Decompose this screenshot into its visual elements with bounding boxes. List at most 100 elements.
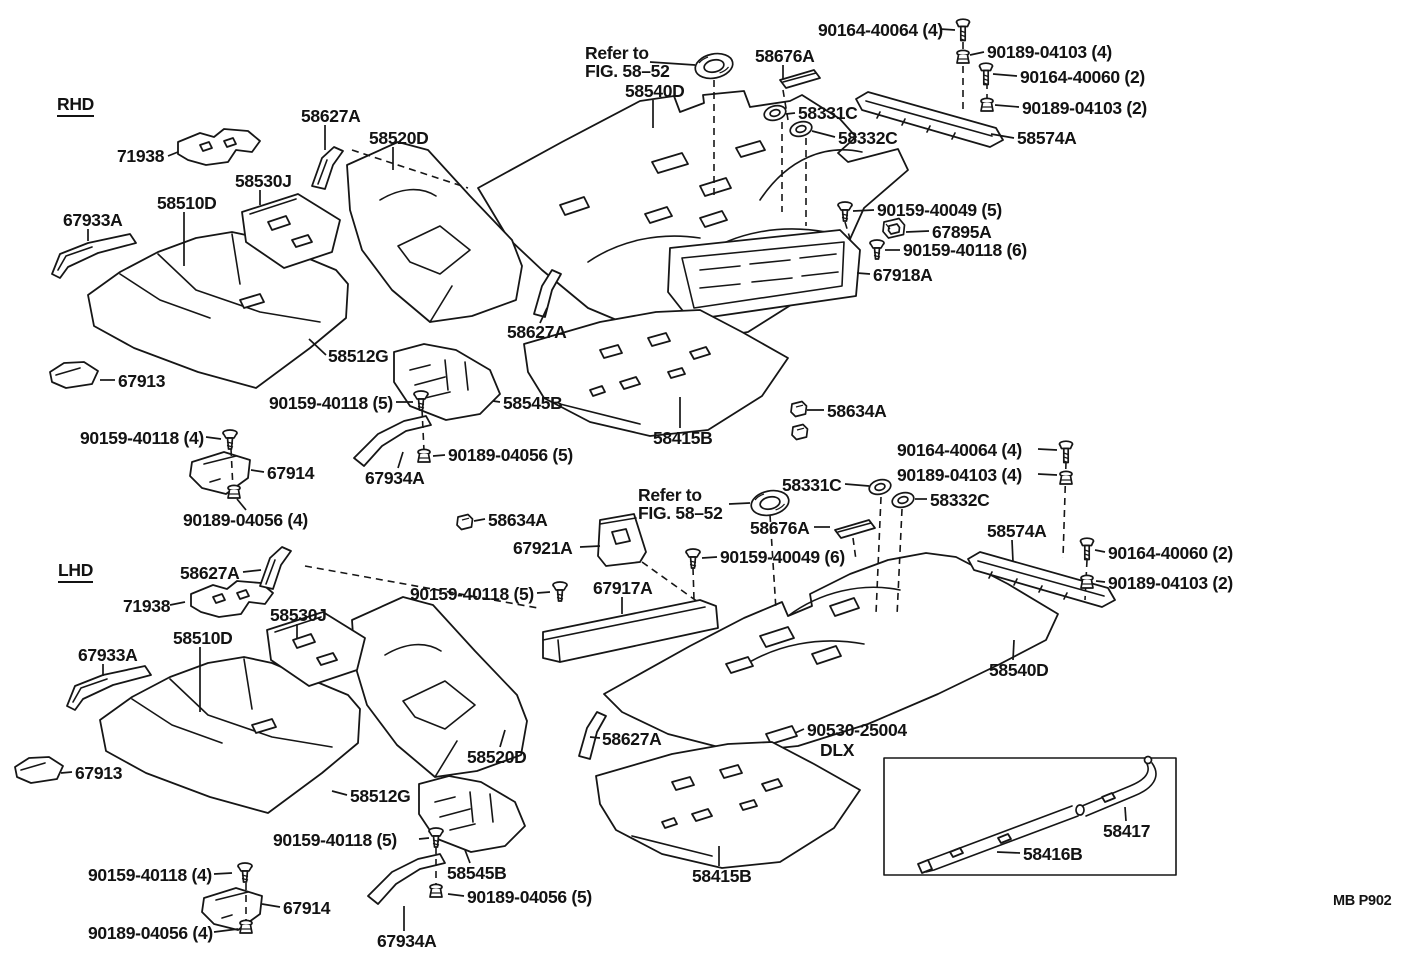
part-plate-71938-lhd (190, 580, 274, 618)
leader-line (1124, 806, 1127, 822)
part-strip-67933a-rhd (51, 233, 137, 279)
leader-line (1037, 473, 1058, 476)
part-label-90159-40118-5: 90159-40118 (5) (269, 393, 393, 413)
part-scuff-sill-58574a-rhd (855, 91, 1004, 148)
leader-line (167, 151, 179, 157)
part-plate-67921a-lhd (597, 513, 647, 567)
part-label-67934a: 67934A (365, 468, 425, 488)
part-label-67914: 67914 (267, 463, 315, 483)
part-label-58574a: 58574A (987, 521, 1047, 541)
part-label-58627a: 58627A (602, 729, 662, 749)
leader-line (969, 51, 985, 56)
leader-line (905, 230, 930, 233)
leader-line (1094, 549, 1106, 553)
part-label-67933a: 67933A (63, 210, 123, 230)
leader-line (213, 928, 239, 933)
part-bracket-67913-rhd (49, 361, 99, 389)
part-label-67895a: 67895A (932, 222, 992, 242)
part-rear-deck-67918a (667, 229, 861, 321)
part-label-58574a: 58574A (1017, 128, 1077, 148)
leader-line (794, 728, 805, 734)
leader-line (464, 849, 471, 864)
part-label-58510d: 58510D (173, 628, 233, 648)
dlx-inset-box (883, 755, 1177, 876)
part-arm-67934a-lhd (367, 853, 446, 905)
part-label-71938: 71938 (123, 596, 171, 616)
note-line-1: Refer to (638, 485, 702, 505)
leader-line (473, 518, 486, 522)
part-label-lhd: LHD (58, 561, 93, 584)
part-label-90164-40064-4: 90164-40064 (4) (897, 440, 1022, 460)
leader-line (1011, 539, 1014, 563)
leader-line (992, 73, 1018, 77)
leader-line (1037, 448, 1058, 451)
part-bracket-67913-lhd (14, 756, 64, 784)
part-label-90189-04056-5: 90189-04056 (5) (467, 887, 592, 907)
leader-line (60, 771, 73, 774)
part-front-carpet-58510d-rhd (87, 231, 349, 389)
leader-line (1012, 639, 1015, 661)
part-label-58627a: 58627A (301, 106, 361, 126)
part-label-58676a: 58676A (755, 46, 815, 66)
part-plate-71938-rhd (177, 128, 261, 166)
part-label-58545b: 58545B (447, 863, 507, 883)
part-label-90159-40118-4: 90159-40118 (4) (88, 865, 212, 885)
part-label-90189-04103-4: 90189-04103 (4) (897, 465, 1022, 485)
part-insulator-58530j-rhd (241, 193, 341, 269)
part-strip-58627a-lhd-rear (578, 711, 607, 760)
part-label-rhd: RHD (57, 95, 94, 118)
part-label-58545b: 58545B (503, 393, 563, 413)
leader-line (499, 729, 506, 748)
part-label-67933a: 67933A (78, 645, 138, 665)
part-scuff-sill-58574a-lhd (967, 551, 1116, 608)
part-label-58676a: 58676A (750, 518, 810, 538)
part-label-67918a: 67918A (873, 265, 933, 285)
part-front-carpet-58510d-lhd (99, 656, 361, 814)
leader-line (844, 483, 870, 487)
part-label-90164-40060-2: 90164-40060 (2) (1020, 67, 1145, 87)
leader-line (852, 209, 875, 212)
part-label-58510d: 58510D (157, 193, 217, 213)
note-line-1: Refer to (585, 43, 649, 63)
part-label-90530-25004: 90530-25004 (807, 720, 907, 740)
leader-line (728, 502, 751, 505)
part-label-mb-p902: MB P902 (1333, 893, 1392, 909)
leader-line (939, 28, 956, 31)
leader-line (811, 130, 836, 138)
part-label-90164-40060-2: 90164-40060 (2) (1108, 543, 1233, 563)
part-strip-58676a-lhd (834, 519, 876, 539)
part-label-58331c: 58331C (798, 103, 858, 123)
part-label-90159-40118-6: 90159-40118 (6) (903, 240, 1027, 260)
leader-line (205, 436, 222, 440)
part-label-58634a: 58634A (488, 510, 548, 530)
leader-line (785, 112, 796, 115)
part-label-58415b: 58415B (653, 428, 713, 448)
leader-line (169, 601, 186, 606)
leader-line (492, 400, 501, 403)
part-rail-58416b (917, 805, 1079, 874)
leader-line (261, 903, 281, 908)
part-insulator-58530j-lhd (266, 611, 366, 687)
part-label-90159-40118-5: 90159-40118 (5) (273, 830, 397, 850)
part-label-71938: 71938 (117, 146, 165, 166)
leader-lines (60, 28, 1127, 933)
leader-line (536, 591, 551, 594)
part-label-67921a: 67921A (513, 538, 573, 558)
note-line-2: FIG. 58–52 (585, 61, 670, 82)
leader-line (432, 454, 446, 457)
part-label-58332c: 58332C (930, 490, 990, 510)
leader-line (397, 451, 404, 469)
leader-line (242, 569, 262, 573)
leader-line (996, 851, 1021, 854)
leader-line (579, 545, 601, 548)
leader-line (236, 498, 247, 511)
part-label-58416b: 58416B (1023, 844, 1083, 864)
part-label-58417: 58417 (1103, 821, 1151, 841)
leader-line (447, 893, 465, 897)
part-rear-floor-mat-58415b-lhd (595, 741, 861, 869)
dashed-guide-lines (230, 42, 1088, 922)
